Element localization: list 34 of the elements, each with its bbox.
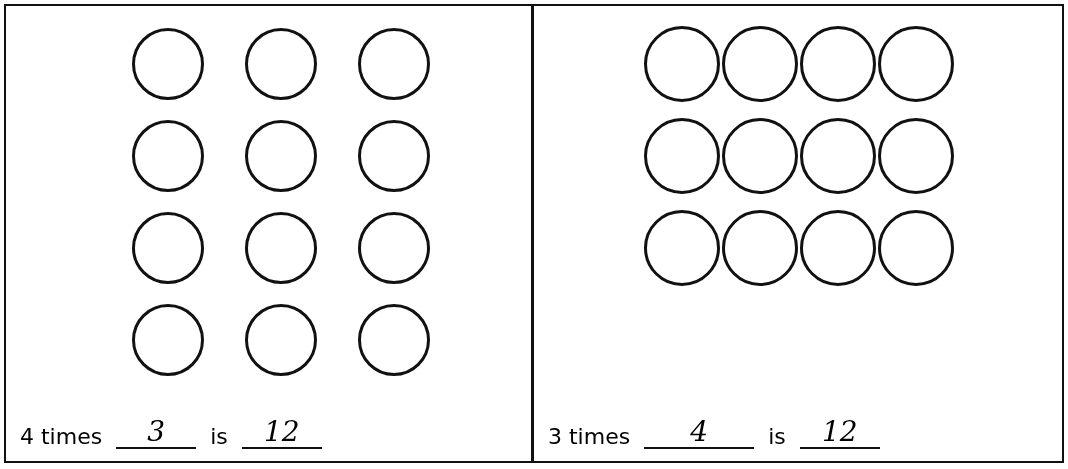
worksheet-panel <box>532 4 1064 463</box>
circle-shape <box>722 210 798 286</box>
circle-shape <box>358 120 430 192</box>
sentence-text: is <box>210 424 228 449</box>
circle-shape <box>132 120 204 192</box>
sentence-text: is <box>768 424 786 449</box>
circle-shape <box>245 304 317 376</box>
circle-shape <box>800 210 876 286</box>
circle-shape <box>722 26 798 102</box>
circle-shape <box>245 120 317 192</box>
circle-shape <box>878 210 954 286</box>
circle-shape <box>358 212 430 284</box>
sentence-text: 4 times <box>20 424 103 449</box>
handwritten-answer: 12 <box>799 417 880 449</box>
circle-shape <box>245 28 317 100</box>
circle-shape <box>358 304 430 376</box>
circle-shape <box>878 26 954 102</box>
handwritten-answer: 12 <box>241 417 322 449</box>
worksheet-panel <box>4 4 533 463</box>
circle-shape <box>722 118 798 194</box>
circle-shape <box>644 118 720 194</box>
circle-shape <box>132 28 204 100</box>
circle-shape <box>800 118 876 194</box>
circle-shape <box>132 212 204 284</box>
circle-shape <box>878 118 954 194</box>
sentence-text: 3 times <box>548 424 631 449</box>
circle-shape <box>644 210 720 286</box>
circle-shape <box>644 26 720 102</box>
circle-shape <box>358 28 430 100</box>
circle-shape <box>800 26 876 102</box>
circle-shape <box>132 304 204 376</box>
handwritten-answer: 4 <box>644 417 755 449</box>
circle-shape <box>245 212 317 284</box>
handwritten-answer: 3 <box>116 417 197 449</box>
